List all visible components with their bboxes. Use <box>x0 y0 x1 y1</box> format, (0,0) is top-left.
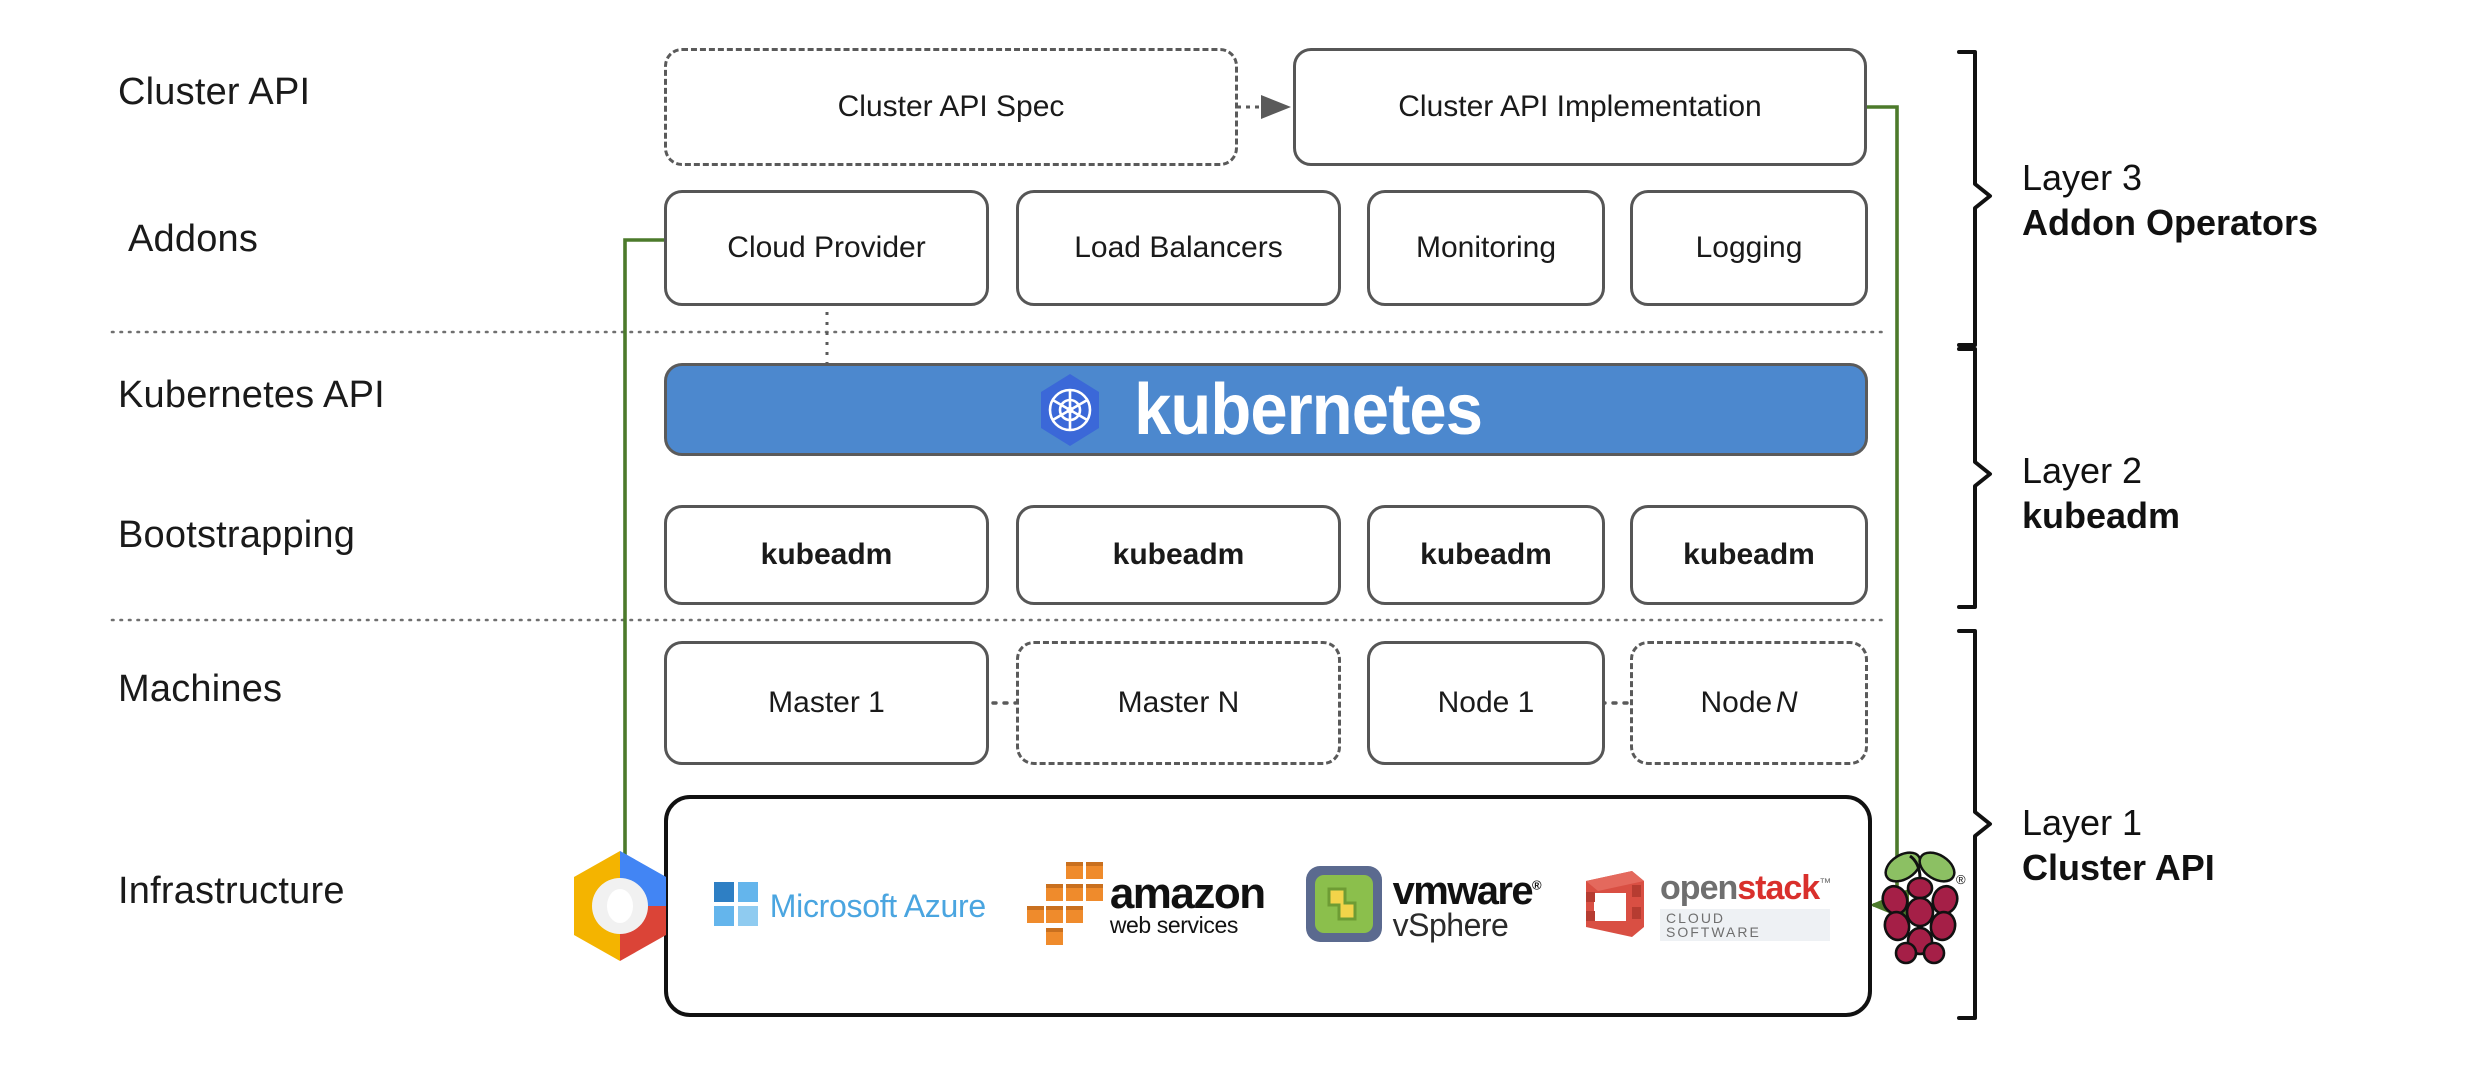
row-label-infrastructure: Infrastructure <box>118 870 345 912</box>
raspberry-pi-icon: ® <box>1870 844 1970 968</box>
box-machine-node-n-label: Node <box>1700 685 1773 719</box>
layer-1-line2: Cluster API <box>2022 847 2215 888</box>
bracket-layer-3 <box>1957 50 1992 347</box>
box-kubeadm-node-n[interactable]: kubeadm <box>1630 505 1868 605</box>
box-machine-master-n[interactable]: Master N <box>1016 641 1341 765</box>
box-machine-master-1-label: Master 1 <box>768 685 885 719</box>
microsoft-windows-icon <box>713 881 758 931</box>
layer-2-line2: kubeadm <box>2022 495 2181 536</box>
aws-webservices-label: web services <box>1109 911 1239 938</box>
microsoft-azure-logo: Microsoft Azure <box>713 881 986 931</box>
aws-cubes-icon <box>1026 860 1106 953</box>
box-cluster-api-spec-label: Cluster API Spec <box>837 89 1065 123</box>
vmware-trademark: ® <box>1532 877 1542 893</box>
box-machine-node-n-suffix: N <box>1775 685 1798 719</box>
layer-label-3: Layer 3 Addon Operators <box>2022 155 2318 245</box>
row-label-bootstrapping: Bootstrapping <box>118 514 356 556</box>
box-machine-master-n-label: Master N <box>1117 685 1240 719</box>
box-kubeadm-master-1-label: kubeadm <box>760 537 893 571</box>
vmware-vsphere-logo: vmware® vSphere <box>1305 865 1542 948</box>
kubernetes-wordmark: kubernetes <box>1134 369 1483 450</box>
box-cluster-api-implementation[interactable]: Cluster API Implementation <box>1293 48 1867 166</box>
box-addon-cloud-provider-label: Cloud Provider <box>727 230 926 264</box>
arrow-cloudprovider-to-infrastructure <box>619 238 664 919</box>
layer-2-line1: Layer 2 <box>2022 450 2143 491</box>
box-cluster-api-spec[interactable]: Cluster API Spec <box>664 48 1238 166</box>
openstack-trademark: ™ <box>1819 875 1831 890</box>
box-addon-cloud-provider[interactable]: Cloud Provider <box>664 190 989 306</box>
row-label-cluster-api: Cluster API <box>118 71 311 113</box>
openstack-logo: openstack™ CLOUD SOFTWARE <box>1580 867 1831 946</box>
box-kubeadm-node-1-label: kubeadm <box>1420 537 1552 571</box>
layer-label-2: Layer 2 kubeadm <box>2022 448 2180 538</box>
aws-wordmark: amazon web services <box>1109 872 1266 938</box>
box-machine-node-1[interactable]: Node 1 <box>1367 641 1605 765</box>
vsphere-label: vSphere <box>1392 907 1509 943</box>
layer-3-line2: Addon Operators <box>2022 202 2319 243</box>
row-label-machines: Machines <box>118 668 283 710</box>
box-kubeadm-master-n[interactable]: kubeadm <box>1016 505 1341 605</box>
layer-3-line1: Layer 3 <box>2022 157 2143 198</box>
box-machine-master-1[interactable]: Master 1 <box>664 641 989 765</box>
box-kubeadm-master-1[interactable]: kubeadm <box>664 505 989 605</box>
raspberry-pi-trademark: ® <box>1956 872 1966 887</box>
vmware-label: vmware® <box>1392 869 1542 913</box>
box-addon-monitoring[interactable]: Monitoring <box>1367 190 1605 306</box>
aws-logo: amazon web services <box>1026 860 1266 953</box>
bracket-layer-2 <box>1957 347 1992 609</box>
box-machine-node-1-label: Node 1 <box>1437 685 1535 719</box>
box-kubeadm-node-n-label: kubeadm <box>1683 537 1815 571</box>
arrow-implementation-to-infrastructure <box>1867 105 1909 922</box>
box-kubeadm-node-1[interactable]: kubeadm <box>1367 505 1605 605</box>
row-label-kubernetes-api: Kubernetes API <box>118 374 385 416</box>
box-addon-monitoring-label: Monitoring <box>1415 230 1557 264</box>
box-addon-load-balancers[interactable]: Load Balancers <box>1016 190 1341 306</box>
row-label-addons: Addons <box>128 218 259 260</box>
box-addon-logging[interactable]: Logging <box>1630 190 1868 306</box>
aws-amazon-label: amazon <box>1109 869 1266 919</box>
google-cloud-icon <box>566 847 674 965</box>
box-cluster-api-implementation-label: Cluster API Implementation <box>1398 89 1762 123</box>
openstack-wordmark: openstack™ CLOUD SOFTWARE <box>1660 869 1831 941</box>
kubernetes-banner[interactable]: kubernetes <box>664 363 1868 456</box>
layer-label-1: Layer 1 Cluster API <box>2022 800 2215 890</box>
box-addon-load-balancers-label: Load Balancers <box>1074 230 1283 264</box>
box-kubeadm-master-n-label: kubeadm <box>1112 537 1245 571</box>
openstack-tagline: CLOUD SOFTWARE <box>1660 909 1831 941</box>
vmware-icon <box>1305 865 1383 948</box>
openstack-name: openstack™ <box>1660 869 1831 907</box>
infrastructure-panel[interactable]: Microsoft Azure <box>573 795 1966 1017</box>
layer-1-line1: Layer 1 <box>2022 802 2143 843</box>
openstack-icon <box>1580 867 1650 946</box>
box-addon-logging-label: Logging <box>1695 230 1803 264</box>
kubernetes-helm-icon <box>1037 373 1103 447</box>
microsoft-azure-label: Microsoft Azure <box>769 887 986 924</box>
vmware-wordmark: vmware® vSphere <box>1392 869 1542 943</box>
